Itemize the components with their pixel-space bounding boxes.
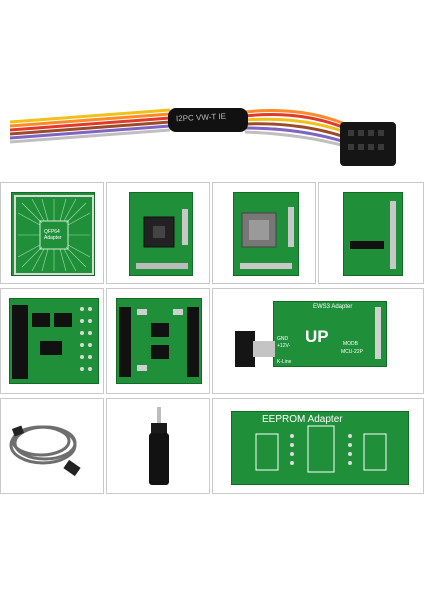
ews3-pin-12v: +12V- <box>277 343 291 349</box>
ews3-mcu-text: MCU-22P <box>341 349 363 355</box>
ews3-title: EWS3 Adapter <box>313 304 353 310</box>
usb-cable-cell <box>0 398 104 494</box>
eeprom-adapter-cell: EEPROM Adapter <box>212 398 424 494</box>
eeprom-dip-sockets-graphic <box>255 425 387 473</box>
ews3-up-text: UP <box>305 327 329 346</box>
eeprom-soic-adapter-board <box>116 298 202 384</box>
soic-adapter-graphic <box>119 307 199 377</box>
ribbon-cable-graphic <box>9 108 396 166</box>
plcc-adapter-cell <box>106 182 210 284</box>
dual-header-graphic <box>12 305 92 379</box>
dc-plug-graphic <box>149 407 169 485</box>
ews3-pin-kline: K-Line <box>277 359 292 365</box>
ews3-adapter-cell: EWS3 Adapter UP GND +12V- K-Line MODB MC… <box>212 288 424 394</box>
dual-header-adapter-cell <box>0 288 104 394</box>
ews3-mode-text: MODB <box>343 341 358 347</box>
zif-socket-graphic <box>240 207 294 269</box>
ews3-adapter-board <box>273 301 387 367</box>
power-plug-cell <box>106 398 210 494</box>
usb-cable-graphic <box>9 425 81 477</box>
plcc-adapter-board <box>129 192 193 276</box>
qfp64-adapter-cell: QFP64 Adapter <box>0 182 104 284</box>
small-adapter-board <box>343 192 403 276</box>
plcc-socket-graphic <box>136 209 188 269</box>
qfp64-label: QFP64 Adapter <box>44 229 62 241</box>
cable-photo: I2PC VW-T IE <box>0 60 424 180</box>
qfp64-adapter-board: QFP64 Adapter <box>11 192 95 276</box>
eeprom-adapter-board: EEPROM Adapter <box>231 411 409 485</box>
zif-adapter-board <box>233 192 299 276</box>
zif-socket-adapter-cell <box>212 182 316 284</box>
qfp-traces-graphic <box>14 195 94 275</box>
ews3-pin-gnd: GND <box>277 336 289 342</box>
dual-header-adapter-board <box>9 298 99 384</box>
small-adapter-graphic <box>350 201 396 269</box>
small-adapter-cell <box>318 182 424 284</box>
eeprom-soic-adapter-cell <box>106 288 210 394</box>
ews3-connector-graphic <box>235 307 381 367</box>
eeprom-adapter-title: EEPROM Adapter <box>262 414 343 425</box>
